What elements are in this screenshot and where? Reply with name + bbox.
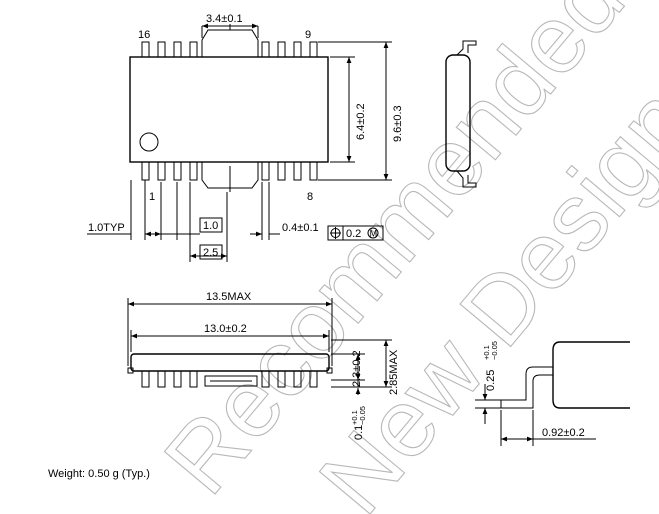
end-view-body: [445, 54, 471, 172]
pin-label-8: 8: [307, 191, 313, 203]
dim-box-pitch: 1.0: [203, 220, 218, 232]
dim-standoff-plus: +0.1: [350, 410, 359, 425]
heatsink-tab-top: [201, 29, 259, 57]
side-view-heatsink: [204, 375, 258, 387]
pin-label-9: 9: [305, 29, 311, 41]
upper-leads: [141, 41, 318, 58]
dim-lead-length: 0.92±0.2: [542, 427, 585, 439]
dim-lead-thickness-base: 0.25: [485, 370, 497, 391]
pin-label-16: 16: [138, 29, 150, 41]
lead-detail: 0.25 +0.1 −0.05 0.92±0.2: [475, 341, 630, 446]
position-tolerance-frame: 0.2 M: [327, 225, 384, 241]
dim-box-span: 2.5: [203, 247, 218, 259]
dim-overall-width: 9.6±0.3: [392, 105, 404, 142]
top-view-body: [129, 56, 329, 163]
dim-standoff-minus: −0.05: [358, 406, 367, 425]
side-view-leads: [141, 370, 318, 388]
pin-1-index-mark: [139, 132, 159, 152]
dim-body-width: 6.4±0.2: [355, 103, 367, 140]
dim-top-width: 3.4±0.1: [206, 13, 243, 25]
dim-standoff-base: 0.1: [353, 425, 365, 440]
pin-label-1: 1: [149, 191, 155, 203]
dim-pitch-typ: 1.0TYP: [88, 222, 125, 234]
lead-detail-body: [552, 341, 630, 409]
dim-tolerance-mark: M: [370, 228, 378, 238]
dim-height-max: 2.85MAX: [388, 349, 400, 395]
dim-length: 13.0±0.2: [204, 323, 247, 335]
dim-height-body: 2.3±0.2: [351, 350, 363, 387]
basic-dim-box-pitch: [199, 217, 223, 233]
dim-lead-thickness-plus: +0.1: [482, 345, 491, 360]
side-view-body: [130, 353, 330, 372]
lead-detail-lead: [500, 366, 553, 409]
dim-length-max: 13.5MAX: [206, 291, 252, 303]
top-view: 3.4±0.1 16 9 1 8 6.4±0.2 9.6±0.3 1.0TYP: [87, 13, 404, 262]
end-view: [445, 40, 477, 188]
dim-lead-width: 0.4±0.1: [282, 222, 319, 234]
weight-note: Weight: 0.50 g (Typ.): [48, 468, 150, 480]
lower-leads: [141, 161, 318, 181]
dim-lead-thickness-minus: −0.05: [490, 341, 499, 360]
dim-tolerance: 0.2: [346, 228, 361, 240]
basic-dim-box-span: [199, 244, 223, 260]
side-view: 13.5MAX 13.0±0.2 2.3±0.2 2.85MAX 0.1 +0.…: [127, 291, 400, 440]
